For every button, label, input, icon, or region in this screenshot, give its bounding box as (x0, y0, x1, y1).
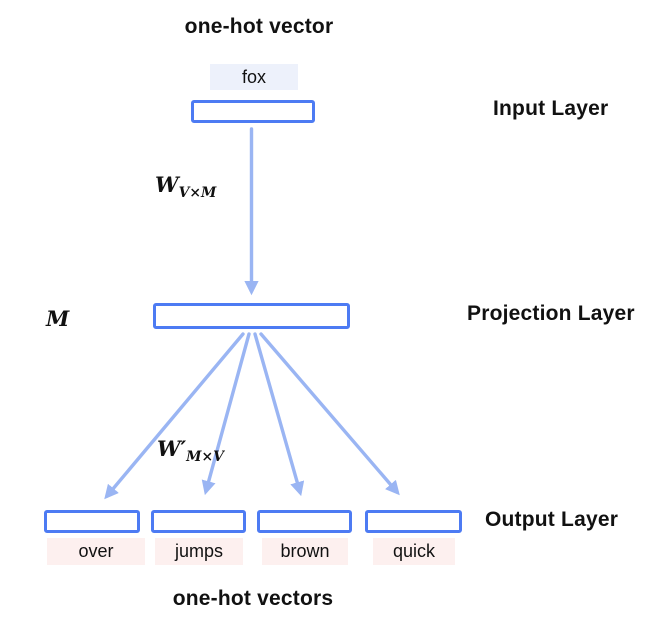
output-word-chip-0: over (47, 538, 145, 565)
input-weight-base: W (155, 172, 179, 197)
output-weight-subscript: M×V (186, 449, 224, 466)
input-vector-box (191, 100, 315, 123)
output-layer-label: Output Layer (485, 508, 619, 531)
output-word-chip-2: brown (262, 538, 348, 565)
projection-dim-label: M (46, 306, 70, 331)
bottom-title: one-hot vectors (172, 587, 334, 610)
output-word-chip-1: jumps (155, 538, 243, 565)
input-layer-label: Input Layer (493, 97, 609, 120)
output-vector-box-1 (151, 510, 246, 533)
output-word-chip-3: quick (373, 538, 455, 565)
projection-to-output-arrow-1 (201, 332, 251, 496)
projection-to-output-arrow-3 (259, 332, 400, 496)
projection-vector-box (153, 303, 350, 329)
projection-layer-label: Projection Layer (467, 302, 635, 325)
top-title: one-hot vector (184, 15, 334, 38)
output-weight-base: W′ (157, 436, 187, 461)
input-weight-subscript: V×M (178, 185, 217, 202)
projection-to-output-arrow-2 (253, 332, 305, 497)
output-vector-box-2 (257, 510, 352, 533)
input-word-chip: fox (210, 64, 298, 90)
projection-to-output-arrow-0 (104, 332, 245, 500)
output-vector-box-3 (365, 510, 462, 533)
output-vector-box-0 (44, 510, 140, 533)
input-weight-matrix-label: WV×M (155, 172, 216, 200)
output-weight-matrix-label: W′M×V (157, 436, 224, 464)
